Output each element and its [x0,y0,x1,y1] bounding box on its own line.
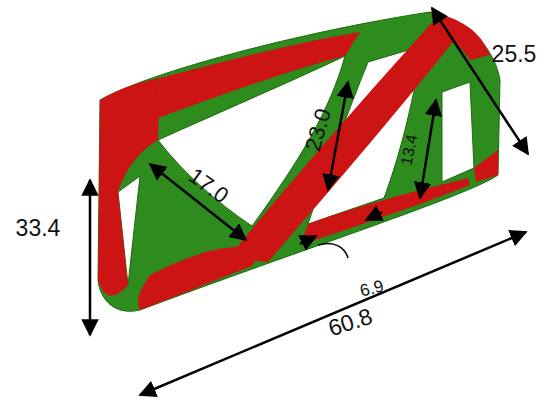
red-region [158,32,360,118]
dimension-label: 33.4 [16,217,61,240]
dimension-label: 25.5 [492,43,537,66]
red-region [300,178,470,245]
part-body [98,12,500,311]
red-region [138,247,262,310]
dimension-label: 60.8 [325,304,375,340]
dimension-arrows [90,8,528,395]
red-region [474,150,498,182]
red-region [98,78,160,296]
dimension-label: 6.9 [358,277,385,300]
